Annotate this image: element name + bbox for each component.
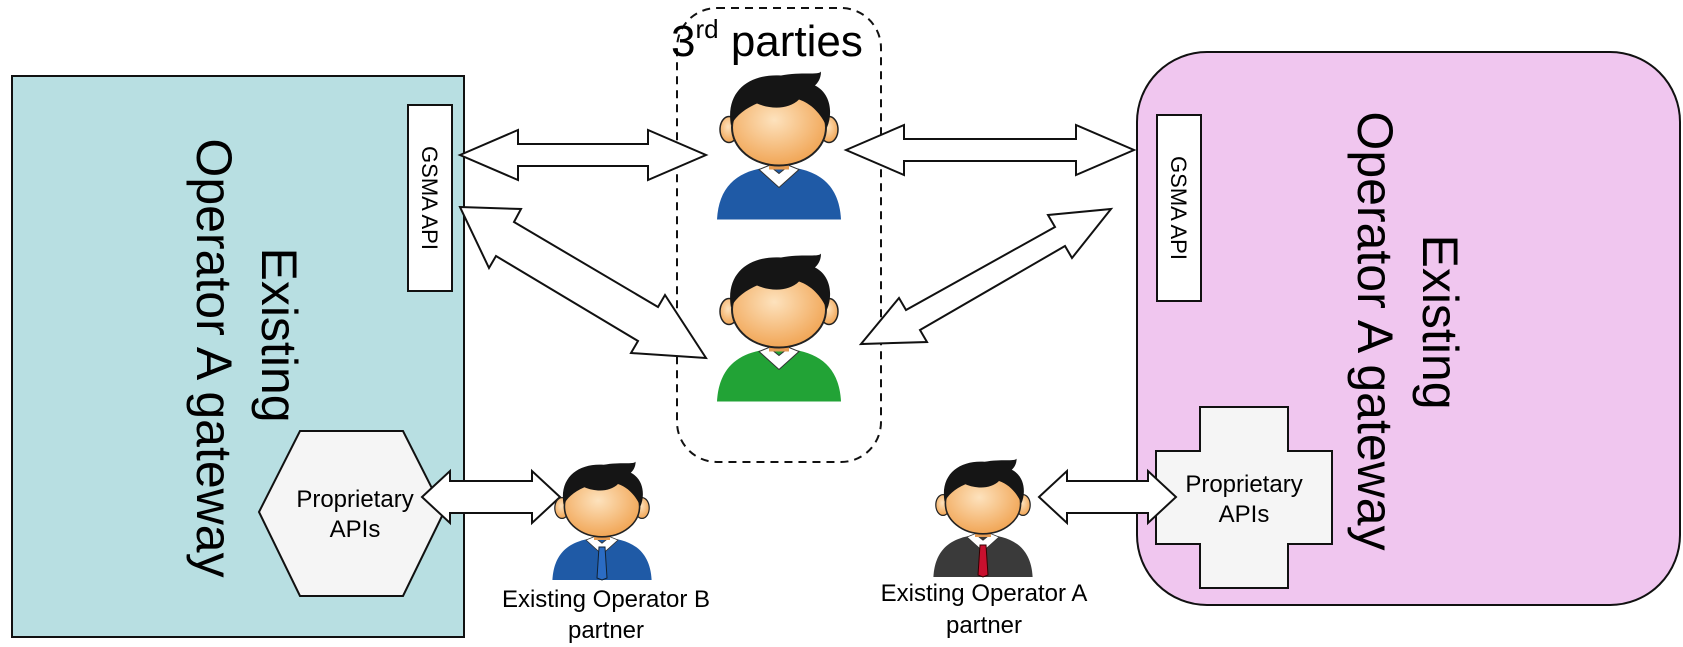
- gsma-api-box-left: [407, 104, 453, 292]
- partner-b-label-line1: Existing Operator B: [502, 586, 710, 613]
- gateway-left: Existing Operator A gateway GSMA API Pro…: [11, 75, 465, 638]
- proprietary-apis-left-line2: APIs: [330, 516, 381, 543]
- third-parties-boundary: [676, 7, 882, 463]
- gsma-api-label-right: GSMA API: [1166, 156, 1191, 260]
- partner-b-label-line2: partner: [568, 617, 644, 644]
- arrow-partner-a-to-proprietary-right: [1037, 468, 1178, 526]
- third-parties-title: 3rd parties: [671, 14, 863, 66]
- gateway-right: Existing Operator A gateway GSMA API Pro…: [1136, 51, 1681, 606]
- user-icon-top: [715, 70, 843, 221]
- proprietary-apis-cross-right: [1155, 406, 1333, 589]
- arrow-gsma-left-to-bottom-user: [458, 205, 708, 360]
- proprietary-apis-left-line1: Proprietary: [296, 486, 413, 513]
- arrow-bottom-user-to-gsma-right: [858, 207, 1114, 346]
- third-parties-superscript: rd: [695, 14, 718, 44]
- arrows: [420, 123, 1178, 526]
- proprietary-apis-right-line1: Proprietary: [1185, 471, 1302, 498]
- partner-a-label-line2: partner: [946, 612, 1022, 639]
- proprietary-apis-right-line2: APIs: [1219, 501, 1270, 528]
- partner-b-icon: [551, 460, 653, 581]
- user-icon-bottom: [715, 252, 843, 403]
- gateway-left-title-line1: Existing: [251, 247, 307, 422]
- gsma-api-box-right: [1156, 114, 1202, 302]
- arrow-top-user-to-gsma-right: [843, 123, 1137, 177]
- gateway-right-title-line1: Existing: [1412, 234, 1468, 409]
- arrow-proprietary-left-to-partner-b: [420, 468, 562, 526]
- gsma-api-label-left: GSMA API: [417, 146, 442, 250]
- third-parties-group: 3rd parties: [671, 7, 882, 463]
- gateway-left-title-line2: Operator A gateway: [186, 138, 242, 577]
- third-parties-number: 3: [671, 17, 695, 66]
- arrow-gsma-left-to-top-user: [457, 128, 709, 182]
- partner-a-label-line1: Existing Operator A: [881, 580, 1088, 607]
- third-parties-word: parties: [719, 17, 863, 66]
- partner-a-icon: [932, 457, 1034, 578]
- gateway-right-title-line2: Operator A gateway: [1347, 111, 1403, 550]
